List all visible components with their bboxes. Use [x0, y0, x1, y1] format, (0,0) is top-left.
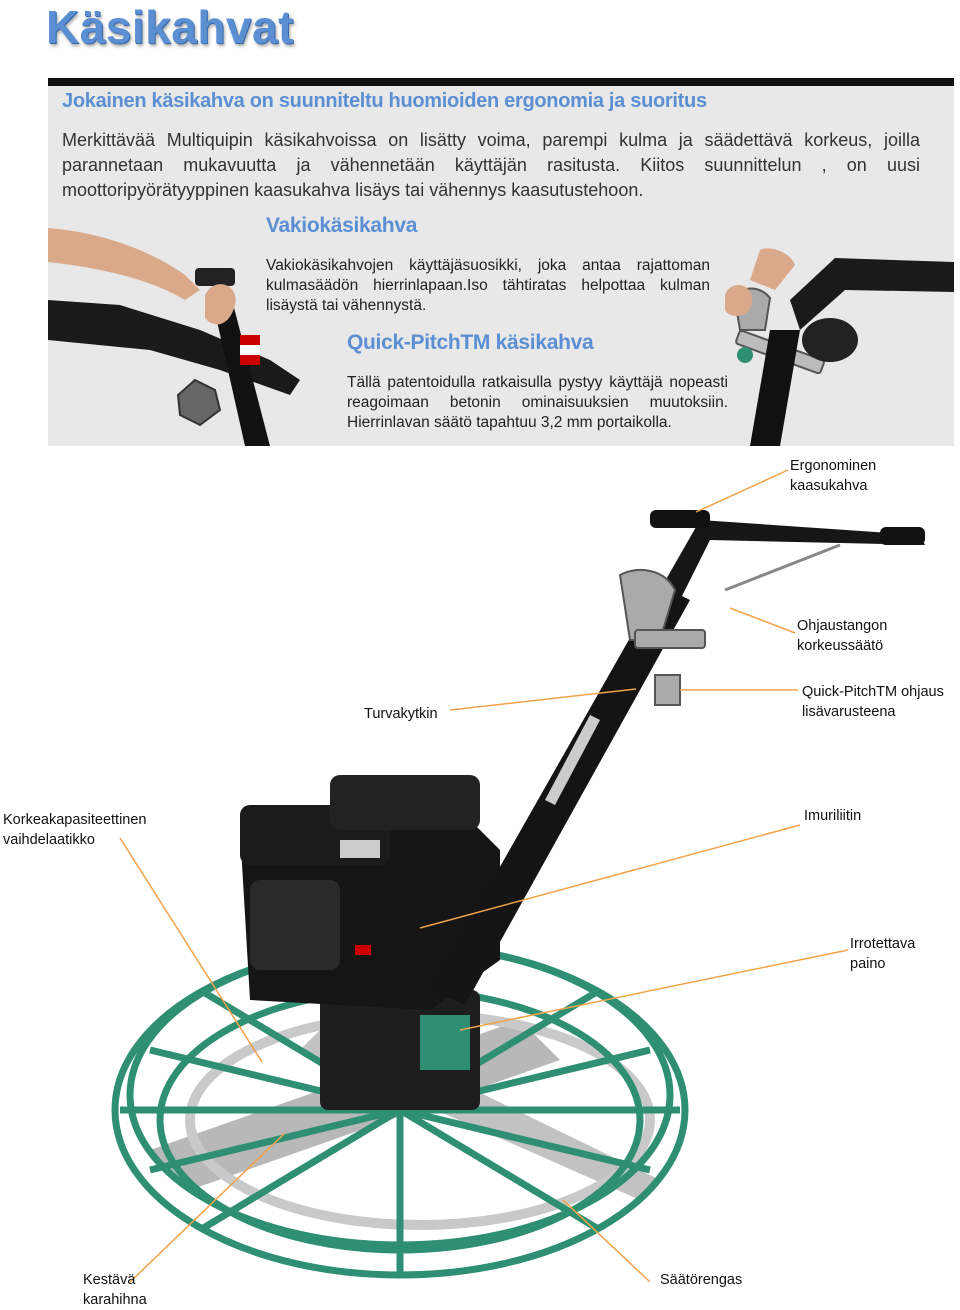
label-throttle: Ergonominen kaasukahva: [790, 458, 877, 494]
quickpitch-heading: Quick-PitchTM käsikahva: [347, 331, 594, 354]
standard-handle-text: Vakiokäsikahvojen käyttäjäsuosikki, joka…: [266, 257, 710, 314]
label-belt: Kestävä karahihna: [83, 1272, 147, 1308]
standard-handle-heading: Vakiokäsikahva: [266, 214, 418, 237]
label-quickpitch-option: Quick-PitchTM ohjaus lisävarusteena: [802, 684, 944, 720]
label-height-adjust: Ohjaustangon korkeussäätö: [797, 618, 888, 654]
section-subtitle: Jokainen käsikahva on suunniteltu huomio…: [62, 90, 707, 112]
page-title: Käsikahvat: [46, 1, 294, 53]
label-safety-switch: Turvakytkin: [364, 706, 438, 722]
standard-handle-photo: [48, 228, 300, 446]
quickpitch-text: Tällä patentoidulla ratkaisulla pystyy k…: [347, 374, 728, 431]
label-gearbox: Korkeakapasiteettinen vaihdelaatikko: [3, 812, 147, 848]
label-removable-weight: Irrotettava paino: [850, 936, 916, 972]
label-adjust-ring: Säätörengas: [660, 1272, 743, 1288]
handle-photos: [48, 228, 954, 446]
quickpitch-handle-photo: [725, 248, 954, 446]
label-leader-lines: [119, 469, 849, 1283]
intro-text: Merkittävää Multiquipin käsikahvoissa on…: [62, 130, 920, 200]
label-vacuum-connector: Imuriliitin: [804, 808, 862, 824]
header-rule: [48, 78, 954, 86]
